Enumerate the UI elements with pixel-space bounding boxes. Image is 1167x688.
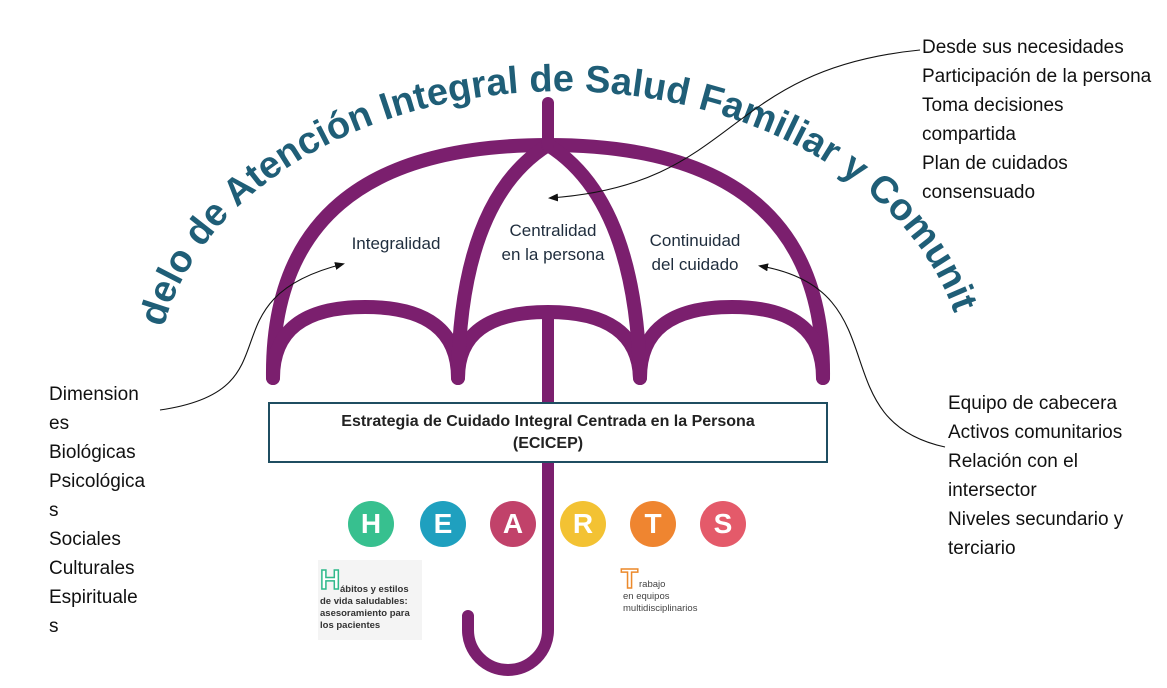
segment-label-line: en la persona	[501, 245, 605, 264]
hearts-circle-t: T	[630, 501, 676, 547]
segment-label-line: del cuidado	[651, 255, 739, 274]
strategy-acronym: (ECICEP)	[512, 434, 584, 452]
segment-label-continuidad: Continuidad del cuidado	[630, 229, 760, 277]
segment-label-line: Centralidad	[509, 221, 597, 240]
hearts-circle-a: A	[490, 501, 536, 547]
legend-h-letter: H	[319, 564, 341, 595]
note-item: Plan de cuidados consensuado	[922, 153, 1068, 203]
arrow-integralidad	[159, 262, 345, 411]
note-item: Culturales	[49, 558, 135, 579]
strategy-box: Estrategia de Cuidado Integral Centrada …	[268, 402, 828, 463]
hearts-circle-s: S	[700, 501, 746, 547]
hearts-circle-r: R	[560, 501, 606, 547]
note-item: Biológicas	[49, 442, 136, 463]
arrow-centralidad	[548, 49, 921, 202]
canopy-rib-left	[451, 138, 555, 385]
legend-t-line: rabajo	[639, 579, 666, 590]
note-continuidad-details: Equipo de cabecera Activos comunitarios …	[948, 389, 1163, 563]
note-item: Sociales	[49, 529, 121, 550]
strategy-title: Estrategia de Cuidado Integral Centrada …	[341, 412, 755, 430]
legend-h-line: ábitos y estilos	[340, 584, 409, 595]
legend-h-line: los pacientes	[320, 620, 381, 631]
note-item: Relación con el intersector	[948, 451, 1078, 501]
legend-trabajo: T rabajo en equipos multidisciplinarios	[619, 563, 729, 625]
legend-t-line: en equipos	[623, 591, 670, 602]
note-item: Equipo de cabecera	[948, 393, 1118, 414]
note-item: Activos comunitarios	[948, 422, 1123, 443]
legend-t-line: multidisciplinarios	[623, 603, 698, 614]
note-item: Participación de la persona	[922, 66, 1152, 87]
note-item: Toma decisiones compartida	[922, 95, 1064, 145]
legend-h-line: de vida saludables:	[320, 596, 408, 607]
umbrella-handle	[462, 456, 554, 676]
note-item: Desde sus necesidades	[922, 37, 1124, 58]
legend-habitos: H ábitos y estilos de vida saludables: a…	[318, 560, 422, 640]
note-item: Espirituales	[49, 587, 138, 637]
note-integralidad-details: Dimensiones Biológicas Psicológicas Soci…	[49, 380, 147, 641]
hearts-circle-e: E	[420, 501, 466, 547]
note-centralidad-details: Desde sus necesidades Participación de l…	[922, 33, 1162, 207]
segment-label-line: Continuidad	[649, 231, 741, 250]
note-item: Psicológicas	[49, 471, 146, 521]
note-item: Niveles secundario y terciario	[948, 509, 1124, 559]
legend-t-letter: T	[620, 563, 639, 594]
segment-label-integralidad: Integralidad	[351, 234, 441, 253]
canopy-rib-right	[541, 138, 647, 385]
legend-h-line: asesoramiento para	[320, 608, 410, 619]
hearts-circle-h: H	[348, 501, 394, 547]
arrow-continuidad	[758, 263, 946, 448]
diagram-title: Modelo de Atención Integral de Salud Fam…	[0, 0, 985, 330]
note-item: Dimensiones	[49, 384, 139, 434]
segment-label-centralidad: Centralidad en la persona	[478, 219, 628, 267]
